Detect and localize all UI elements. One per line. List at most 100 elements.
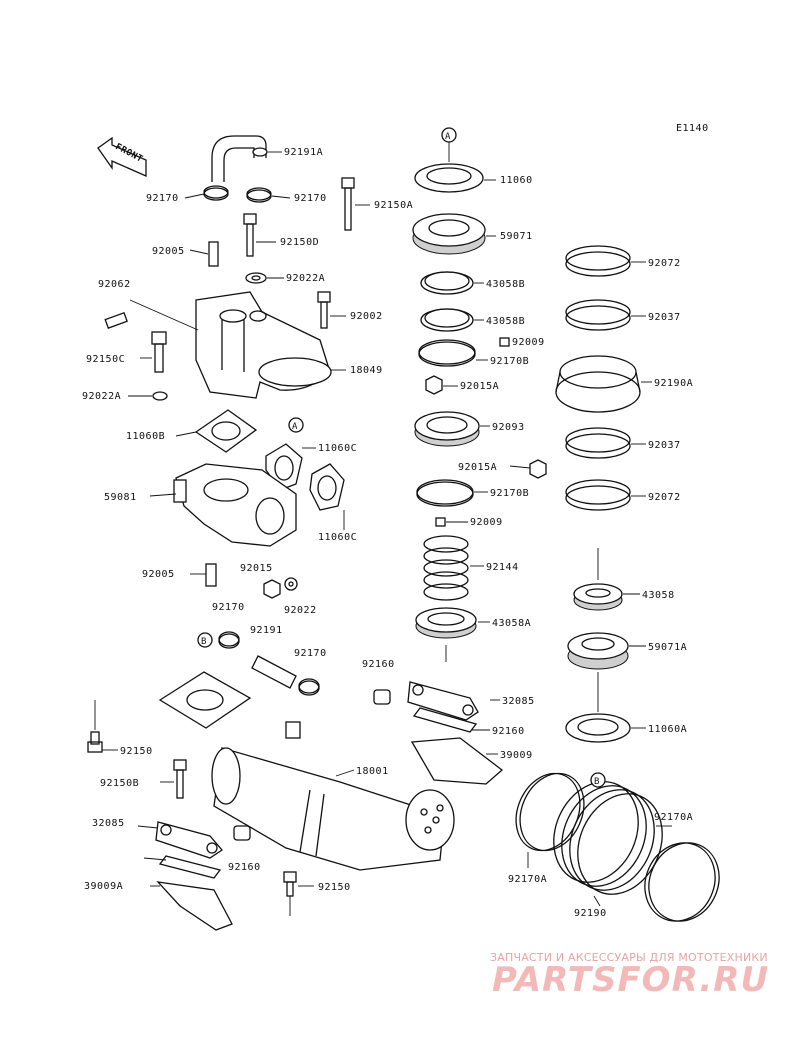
label-92005-a: 92005	[152, 246, 185, 257]
part-labels: 92191A 92170 92170 92150A 92150D 92005 9…	[82, 147, 693, 919]
manifold-18049	[195, 291, 332, 399]
washer-92022a-top	[245, 272, 267, 284]
ring-43058	[573, 583, 623, 611]
label-92170-d: 92170	[294, 648, 327, 659]
label-92170-b: 92170	[294, 193, 327, 204]
seal-92093	[414, 411, 480, 447]
flange-plate	[158, 671, 252, 729]
label-92037-b: 92037	[648, 440, 681, 451]
bolt-92002	[317, 291, 331, 329]
label-92150-a: 92150	[120, 746, 153, 757]
plate-92160-b	[412, 707, 478, 733]
label-43058b-a: 43058B	[486, 279, 525, 290]
label-39009: 39009	[500, 750, 533, 761]
label-92160-a: 92160	[362, 659, 395, 670]
callout-a-top: A	[441, 127, 457, 143]
label-92191a: 92191A	[284, 147, 323, 158]
clamp-92170b-a	[418, 339, 476, 367]
label-92170a-a: 92170A	[508, 874, 547, 885]
bracket-32085-a	[407, 681, 479, 721]
label-92144: 92144	[486, 562, 519, 573]
ring-43058a	[415, 607, 477, 639]
label-92190: 92190	[574, 908, 607, 919]
boot-92190	[553, 781, 663, 895]
washer-92022a-left	[152, 391, 168, 401]
label-92015a-b: 92015A	[458, 462, 497, 473]
label-92022a-a: 92022A	[286, 273, 325, 284]
bearing-59071a	[567, 632, 629, 670]
label-92190a: 92190A	[654, 378, 693, 389]
gasket-11060a	[565, 713, 631, 743]
label-11060: 11060	[500, 175, 533, 186]
spring-92144	[423, 535, 469, 601]
label-59081: 59081	[104, 492, 137, 503]
label-43058a: 43058A	[492, 618, 531, 629]
muffler-18001	[211, 721, 455, 871]
label-92160-b: 92160	[492, 726, 525, 737]
label-11060a: 11060A	[648, 724, 687, 735]
label-92170-c: 92170	[212, 602, 245, 613]
label-92150a: 92150A	[374, 200, 413, 211]
gasket-11060b	[194, 409, 258, 453]
collar-92160-c	[233, 825, 251, 841]
label-92150-b: 92150	[318, 882, 351, 893]
label-92015: 92015	[240, 563, 273, 574]
label-92022a-b: 92022A	[82, 391, 121, 402]
bolt-92150-a	[87, 731, 103, 753]
clamp-92072-a	[565, 245, 631, 277]
plate-39009	[410, 737, 504, 785]
plate-92160-d	[158, 855, 222, 879]
plug-92062	[104, 311, 128, 329]
boot-92190a	[555, 355, 641, 413]
leader-lines	[94, 142, 672, 916]
gasket-11060	[414, 163, 484, 193]
label-18049: 18049	[350, 365, 383, 376]
clamp-92170a-right	[644, 842, 720, 922]
label-92170a-b: 92170A	[654, 812, 693, 823]
label-92072-a: 92072	[648, 258, 681, 269]
svg-text:A: A	[292, 422, 298, 432]
label-92009-b: 92009	[470, 517, 503, 528]
label-92170-a: 92170	[146, 193, 179, 204]
label-39009a: 39009A	[84, 881, 123, 892]
gasket-11060c-b	[309, 463, 345, 511]
callout-a-left: A	[288, 417, 304, 433]
label-92191: 92191	[250, 625, 283, 636]
svg-text:B: B	[594, 777, 600, 787]
exhaust-pipe-59081	[173, 463, 297, 547]
ring-43058b-a	[420, 271, 474, 295]
label-92022: 92022	[284, 605, 317, 616]
clamp-92170-left	[203, 185, 229, 201]
label-59071: 59071	[500, 231, 533, 242]
label-92062: 92062	[98, 279, 131, 290]
svg-text:B: B	[201, 637, 207, 647]
watermark-brand-logo: PARTSFOR.RU	[492, 960, 770, 1000]
bolt-92150b	[173, 759, 187, 799]
watermark-tagline: ЗАПЧАСТИ И АКСЕССУАРЫ ДЛЯ МОТОТЕХНИКИ	[490, 951, 768, 964]
bracket-32085-b	[155, 821, 223, 859]
label-92170b-b: 92170B	[490, 488, 529, 499]
clamp-92170-right	[246, 187, 272, 203]
label-92015a-a: 92015A	[460, 381, 499, 392]
label-11060c-b: 11060C	[318, 532, 357, 543]
clamp-92170-d	[298, 678, 320, 696]
washer-92022	[284, 577, 298, 591]
label-92072-b: 92072	[648, 492, 681, 503]
callout-b-left: B	[197, 632, 213, 648]
label-43058b-b: 43058B	[486, 316, 525, 327]
diagram-code: E1140	[676, 123, 709, 134]
front-arrow-icon: FRONT	[97, 136, 147, 177]
label-92160-c: 92160	[228, 862, 261, 873]
label-92150b: 92150B	[100, 778, 139, 789]
bolt-92150-b	[283, 871, 297, 897]
label-59071a: 59071A	[648, 642, 687, 653]
label-18001: 18001	[356, 766, 389, 777]
label-92005-b: 92005	[142, 569, 175, 580]
svg-text:A: A	[445, 132, 451, 142]
ring-43058b-b	[420, 308, 474, 332]
plate-39009a	[156, 881, 233, 931]
label-32085-a: 32085	[502, 696, 535, 707]
bearing-59071	[412, 213, 486, 255]
collar-92160-a	[373, 689, 391, 705]
